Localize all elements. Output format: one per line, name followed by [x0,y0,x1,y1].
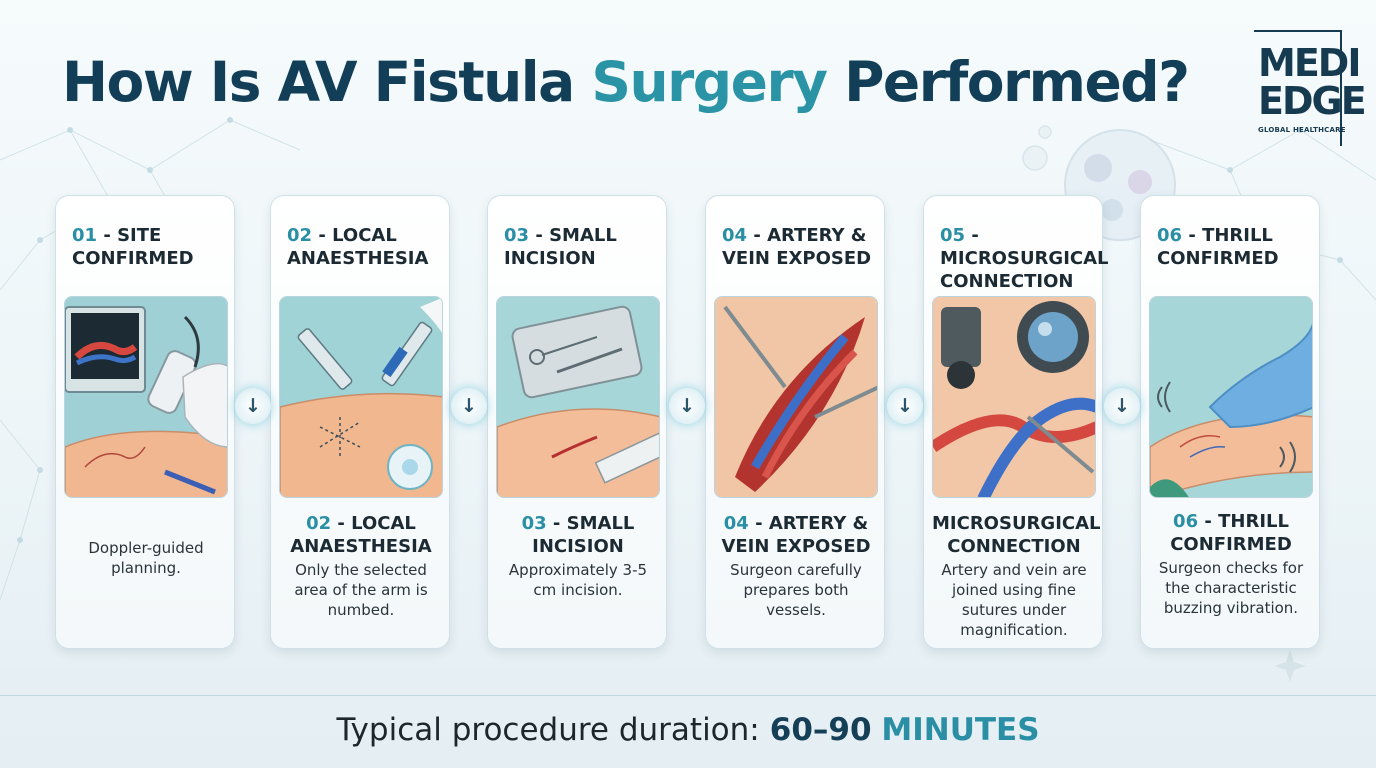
step-body-title: 03 - SMALL INCISION [496,512,660,558]
step-body-title-text: - ARTERY & VEIN EXPOSED [721,513,871,557]
sparkle-icon [1274,650,1306,682]
step-body-title-text: - SMALL INCISION [532,513,635,557]
title-part-1: How Is AV Fistula [62,50,575,114]
step-heading-text: - ARTERY & VEIN EXPOSED [722,225,872,269]
step-body-title: 02 - LOCAL ANAESTHESIA [279,512,443,558]
ultrasound-doppler-illustration [64,296,228,498]
step-body: MICROSURGICAL CONNECTION Artery and vein… [932,512,1101,640]
step-body-title-text: - LOCAL ANAESTHESIA [290,513,432,557]
step-card-2: 02 - LOCAL ANAESTHESIA 02 - LOCAL ANAEST… [270,195,450,649]
microscope-anastomosis-illustration [932,296,1096,498]
down-arrow-icon: ↓ [887,388,923,424]
down-arrow-icon: ↓ [451,388,487,424]
surgical-tray-illustration [496,296,660,498]
down-arrow-icon: ↓ [235,388,271,424]
step-card-6: 06 - THRILL CONFIRMED 06 - THRILL CONFIR… [1140,195,1320,649]
step-body-title: 06 - THRILL CONFIRMED [1149,510,1313,556]
brand-logo: MEDI EDGE GLOBAL HEALTHCARE [1254,30,1367,146]
step-body-title: 04 - ARTERY & VEIN EXPOSED [714,512,878,558]
step-number: 02 [287,225,313,246]
procedure-duration: Typical procedure duration:60–90 MINUTES [0,712,1376,748]
title-accent: Surgery [591,50,828,114]
step-number: 03 [504,225,530,246]
step-description: Doppler-guided planning. [88,539,204,577]
step-heading: 03 - SMALL INCISION [504,224,660,270]
footer-divider [0,695,1376,696]
step-heading-text: - LOCAL ANAESTHESIA [287,225,429,269]
step-card-1: 01 - SITE CONFIRMED Doppler-guided plann… [55,195,235,649]
step-description: Only the selected area of the arm is num… [294,561,428,619]
step-description: Surgeon checks for the characteristic bu… [1158,559,1304,617]
logo-tagline: GLOBAL HEALTHCARE [1258,126,1346,134]
down-arrow-icon: ↓ [1104,388,1140,424]
step-card-4: 04 - ARTERY & VEIN EXPOSED 04 - ARTERY &… [705,195,885,649]
step-number: 01 [72,225,98,246]
step-heading: 04 - ARTERY & VEIN EXPOSED [722,224,878,270]
step-heading-text: - SITE CONFIRMED [72,225,194,269]
duration-value: 60–90 [769,712,872,748]
step-description: Surgeon carefully prepares both vessels. [730,561,862,619]
step-body: 02 - LOCAL ANAESTHESIA Only the selected… [279,512,443,620]
exposed-vessels-illustration [714,296,878,498]
step-card-5: 05 - MICROSURGICAL CONNECTION MICROSURGI… [923,195,1109,649]
step-heading: 06 - THRILL CONFIRMED [1157,224,1313,270]
step-body-number: 03 [521,513,547,534]
step-body-title-text: MICROSURGICAL CONNECTION [932,513,1101,557]
logo-line-2: EDGE [1258,79,1367,123]
step-description: Approximately 3-5 cm incision. [508,561,648,599]
step-heading-text: - THRILL CONFIRMED [1157,225,1279,269]
step-heading-text: - SMALL INCISION [504,225,617,269]
step-number: 05 [940,225,966,246]
step-heading-text: - MICROSURGICAL CONNECTION [940,225,1109,292]
title-part-2: Performed? [844,50,1190,114]
step-body-number: 02 [306,513,332,534]
step-heading: 05 - MICROSURGICAL CONNECTION [940,224,1109,293]
duration-unit: MINUTES [881,712,1040,748]
step-body-number: 04 [723,513,749,534]
duration-label: Typical procedure duration: [336,712,760,748]
step-description: Artery and vein are joined using fine su… [941,561,1087,639]
syringe-injection-illustration [279,296,443,498]
step-body-number: 06 [1173,511,1199,532]
gloved-hand-illustration [1149,296,1313,498]
step-body: Doppler-guided planning. [64,536,228,578]
step-heading: 02 - LOCAL ANAESTHESIA [287,224,443,270]
down-arrow-icon: ↓ [669,388,705,424]
step-number: 06 [1157,225,1183,246]
step-heading: 01 - SITE CONFIRMED [72,224,228,270]
logo-line-1: MEDI [1258,41,1361,85]
page-title: How Is AV Fistula Surgery Performed? [62,50,1190,114]
step-body-title: MICROSURGICAL CONNECTION [932,512,1101,558]
step-body: 03 - SMALL INCISION Approximately 3-5 cm… [496,512,660,600]
step-body: 06 - THRILL CONFIRMED Surgeon checks for… [1149,510,1313,618]
step-number: 04 [722,225,748,246]
step-card-3: 03 - SMALL INCISION 03 - SMALL INCISION … [487,195,667,649]
step-body: 04 - ARTERY & VEIN EXPOSED Surgeon caref… [714,512,878,620]
step-body-title-text: - THRILL CONFIRMED [1170,511,1292,555]
